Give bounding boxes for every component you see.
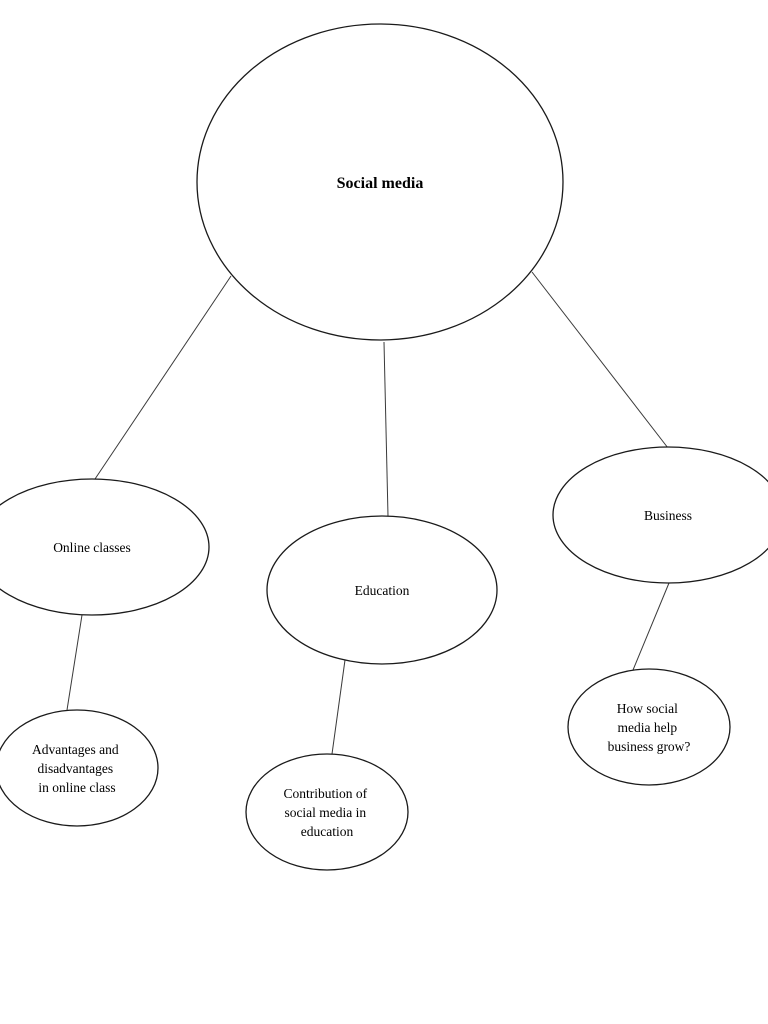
branch-node-online-classes-shape — [0, 478, 210, 616]
leaf-node-education-contribution: Contribution of social media in educatio… — [245, 753, 409, 871]
connector-online-classes-advantages — [66, 614, 83, 711]
connector-root-business — [531, 271, 669, 449]
leaf-node-business-growth-label: How social media help business grow? — [608, 701, 691, 754]
leaf-node-online-class-pros-cons: Advantages and disadvantages in online c… — [0, 709, 159, 827]
root-node: Social media — [196, 23, 564, 341]
leaf-node-education-contribution-label-line: education — [301, 824, 354, 839]
leaf-node-online-class-pros-cons-shape — [0, 709, 159, 827]
branch-node-online-classes-label: Online classes — [53, 540, 131, 555]
root-node-label: Social media — [337, 175, 424, 192]
branch-node-education-label: Education — [355, 583, 410, 598]
leaf-node-business-growth-label-line: How social — [617, 701, 678, 716]
leaf-node-online-class-pros-cons-label-line: Advantages and — [32, 742, 119, 757]
leaf-node-business-growth-shape — [567, 668, 731, 786]
leaf-node-online-class-pros-cons-label-line: in online class — [38, 780, 115, 795]
branch-node-business-label-line: Business — [644, 508, 692, 523]
branch-node-online-classes-label-line: Online classes — [53, 540, 131, 555]
leaf-node-education-contribution-label-line: social media in — [284, 805, 366, 820]
leaf-node-online-class-pros-cons-label-line: disadvantages — [37, 761, 113, 776]
leaf-node-education-contribution-label-line: Contribution of — [284, 786, 368, 801]
leaf-node-education-contribution-shape — [245, 753, 409, 871]
leaf-node-business-growth-label-line: business grow? — [608, 739, 691, 754]
connector-root-online-classes — [94, 275, 232, 480]
leaf-node-online-class-pros-cons-label: Advantages and disadvantages in online c… — [32, 742, 122, 795]
branch-node-education: Education — [266, 515, 498, 665]
connector-education-contribution — [331, 659, 346, 755]
connector-root-education — [383, 341, 389, 517]
leaf-node-education-contribution-label: Contribution of social media in educatio… — [284, 786, 371, 839]
root-node-shape — [196, 23, 564, 341]
branch-node-education-shape — [266, 515, 498, 665]
branch-node-education-label-line: Education — [355, 583, 410, 598]
branch-node-business-shape — [552, 446, 768, 584]
connector-business-growth — [632, 582, 670, 671]
leaf-node-business-growth: How social media help business grow? — [567, 668, 731, 786]
branch-node-online-classes: Online classes — [0, 478, 210, 616]
branch-node-business-label: Business — [644, 508, 692, 523]
branch-node-business: Business — [552, 446, 768, 584]
leaf-node-business-growth-label-line: media help — [618, 720, 678, 735]
root-node-label-line: Social media — [337, 175, 424, 192]
